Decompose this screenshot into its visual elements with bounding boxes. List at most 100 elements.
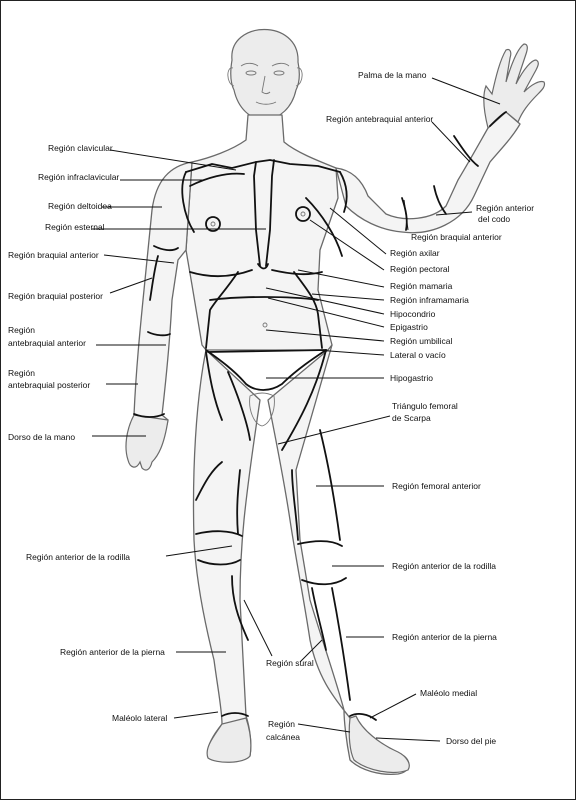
thigh-left-inner	[236, 469, 241, 535]
label-pierna-der: Región anterior de la pierna	[392, 632, 497, 642]
label-antebraquial-anterior-der: Región antebraquial anterior	[326, 114, 433, 124]
label-antebraquial-posterior-1: Región	[8, 368, 35, 378]
label-infraclavicular: Región infraclavicular	[38, 172, 119, 182]
arm-right-elbow	[433, 185, 447, 215]
leader-clavicular	[109, 149, 237, 171]
label-pectoral: Región pectoral	[390, 264, 450, 274]
hand-left	[125, 414, 169, 471]
head	[230, 29, 300, 121]
ankle-left	[221, 712, 249, 717]
label-hipogastrio: Hipogastrio	[390, 373, 433, 383]
clavicle-line	[185, 159, 341, 173]
leader-axilar	[329, 207, 387, 255]
shin-left	[231, 575, 249, 641]
label-triangulo-femoral-1: Triángulo femoral	[392, 401, 458, 411]
knee-left-bottom	[197, 559, 241, 566]
arm-right	[335, 111, 521, 234]
label-mamaria: Región mamaria	[390, 281, 453, 291]
inguinal-left	[227, 371, 251, 441]
label-pierna-izq: Región anterior de la pierna	[60, 647, 165, 657]
inframammary-right	[271, 269, 323, 276]
leader-mamaria	[297, 269, 385, 288]
hand-right	[483, 43, 546, 130]
label-antebraquial-anterior-izq-1: Región	[8, 325, 35, 335]
leader-epigastrio	[267, 297, 385, 328]
region-lines	[133, 111, 507, 721]
leader-triangulo	[277, 415, 391, 445]
umbilical-top	[209, 296, 319, 301]
knee-right-bottom	[301, 577, 347, 586]
leader-maleolo-lateral	[173, 711, 219, 719]
label-rodilla-der: Región anterior de la rodilla	[392, 561, 496, 571]
label-hipocondrio: Hipocondrio	[390, 309, 436, 319]
inframammary-left	[189, 269, 253, 278]
femoral-right	[281, 349, 327, 451]
leader-dorso-pie	[375, 737, 441, 742]
leader-antebraquial-der	[431, 121, 471, 163]
leader-lateral	[315, 349, 385, 356]
arm-right-forearm	[453, 135, 479, 167]
leader-pectoral	[309, 219, 385, 271]
mouth	[255, 101, 277, 105]
hypogastric-v	[205, 349, 327, 391]
leader-calcanea	[297, 723, 351, 733]
label-calcanea-2: calcánea	[266, 732, 300, 742]
label-triangulo-femoral-2: de Scarpa	[392, 413, 431, 423]
eye-left	[245, 70, 257, 76]
sternum-bottom	[257, 263, 269, 270]
nipple-left-inner	[210, 221, 216, 227]
label-antebraquial-posterior-2: antebraquial posterior	[8, 380, 90, 390]
eye-right	[273, 70, 285, 76]
leg-left	[192, 349, 261, 762]
eyebrow-right	[271, 62, 290, 67]
label-sural: Región sural	[266, 658, 314, 668]
leader-lines	[92, 77, 501, 742]
thigh-left-diag	[195, 461, 223, 501]
label-braquial-anterior-izq: Región braquial anterior	[8, 250, 99, 260]
leader-braquial-der	[403, 199, 409, 231]
nipple-left	[205, 216, 221, 232]
nipple-right	[295, 206, 311, 222]
thigh-right-inner	[291, 469, 299, 541]
label-deltoidea: Región deltoidea	[48, 201, 112, 211]
label-dorso-pie: Dorso del pie	[446, 736, 496, 746]
ear-left	[227, 67, 235, 87]
labels: Palma de la mano Región antebraquial ant…	[8, 70, 534, 746]
label-umbilical: Región umbilical	[390, 336, 452, 346]
leader-inframamaria	[311, 293, 385, 301]
leader-braquial-izq	[103, 254, 175, 264]
arm-left-forearm	[149, 255, 159, 301]
label-palma-mano: Palma de la mano	[358, 70, 427, 80]
arm-left-elbow	[147, 331, 171, 337]
leader-hipocondrio	[265, 287, 385, 315]
arm-right-wrist	[489, 111, 507, 127]
sternum-right	[265, 159, 275, 267]
arm-left-wrist	[133, 413, 165, 418]
label-rodilla-izq: Región anterior de la rodilla	[26, 552, 130, 562]
eyebrow-left	[240, 62, 259, 67]
label-braquial-anterior-der: Región braquial anterior	[411, 232, 502, 242]
epigastric-right	[293, 271, 323, 349]
label-braquial-posterior: Región braquial posterior	[8, 291, 103, 301]
hypogastric-top	[207, 349, 327, 353]
foot-left	[206, 717, 252, 763]
chest-upper-line	[189, 172, 245, 187]
arm-left-upper	[153, 245, 179, 252]
label-calcanea-1: Región	[268, 719, 295, 729]
thigh-right-outer	[319, 429, 341, 541]
label-lateral-vacio: Lateral o vacío	[390, 350, 446, 360]
label-axilar: Región axilar	[390, 248, 440, 258]
label-anterior-codo-1: Región anterior	[476, 203, 534, 213]
label-inframamaria: Región inframamaria	[390, 295, 469, 305]
femoral-left	[205, 351, 223, 421]
leader-umbilical	[265, 329, 385, 342]
shin-right-a	[311, 587, 327, 651]
nipple-right-inner	[300, 211, 306, 217]
label-maleolo-lateral: Maléolo lateral	[112, 713, 167, 723]
leg-right	[267, 344, 410, 776]
shin-right-b	[331, 587, 351, 701]
leader-maleolo-medial	[369, 693, 417, 719]
knee-right-top	[297, 540, 343, 547]
epigastric-left	[205, 271, 239, 349]
